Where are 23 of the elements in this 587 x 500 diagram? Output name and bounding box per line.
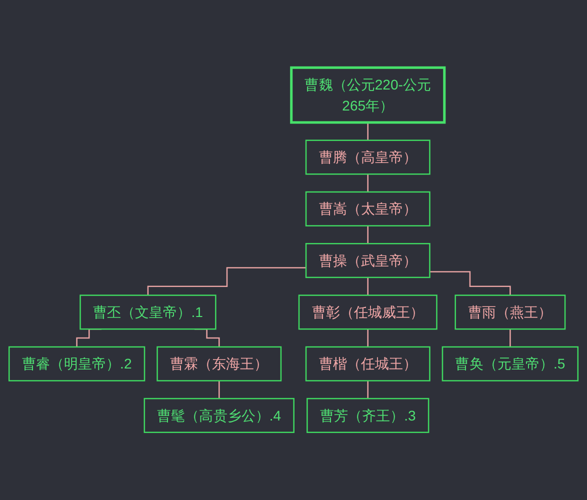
node-box: 曹魏（公元220-公元265年）: [290, 66, 446, 124]
connector: [367, 225, 369, 244]
connector: [147, 267, 306, 296]
node-box: 曹腾（高皇帝）: [305, 140, 430, 175]
connector: [367, 380, 369, 400]
node-box: 曹奂（元皇帝）.5: [442, 346, 579, 382]
connector: [510, 328, 511, 348]
node-box: 曹雨（燕王）: [454, 294, 566, 330]
node-box: 曹嵩（太皇帝）: [305, 191, 430, 226]
connector: [367, 122, 369, 141]
node-box: 曹丕（文皇帝）.1: [80, 294, 216, 330]
node-box: 曹芳（齐王）.3: [306, 398, 430, 434]
connector: [430, 271, 511, 296]
node-box: 曹彰（任城威王）: [298, 294, 438, 330]
connector: [367, 276, 369, 296]
node-box: 曹睿（明皇帝）.2: [8, 346, 146, 382]
connector: [367, 173, 369, 193]
node-box: 曹楷（任城王）: [305, 346, 430, 382]
connector: [367, 328, 369, 348]
node-box: 曹髦（高贵乡公）.4: [144, 398, 294, 434]
connector: [218, 380, 220, 400]
node-box: 曹霖（东海王）: [156, 346, 282, 382]
node-box: 曹操（武皇帝）: [305, 242, 430, 278]
